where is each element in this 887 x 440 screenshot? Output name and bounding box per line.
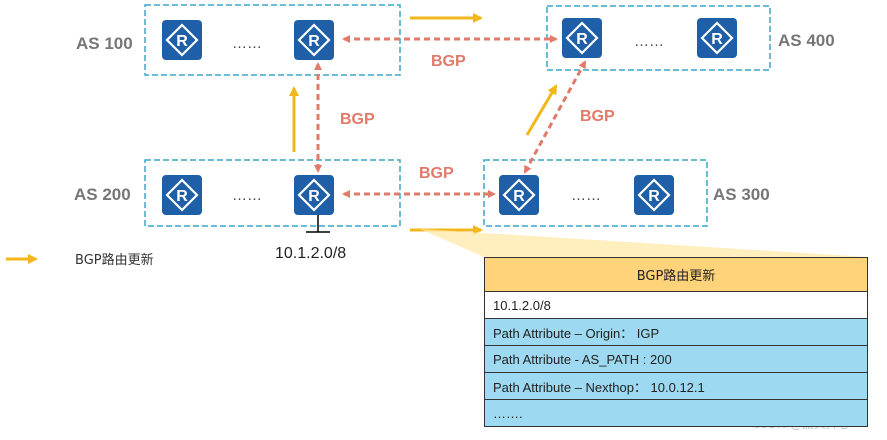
as400-ellipsis: …… <box>634 33 664 50</box>
router-as300-right <box>634 175 674 215</box>
update-callout-connector <box>420 229 868 257</box>
update-table-row: Path Attribute – Origin： IGP <box>484 318 868 346</box>
as300-ellipsis: …… <box>571 187 601 204</box>
bgp-label-middle: BGP <box>419 165 454 182</box>
as100-ellipsis: …… <box>232 35 262 52</box>
network-prefix-label: 10.1.2.0/8 <box>275 245 346 262</box>
router-as400-right <box>697 18 737 58</box>
bgp-label-left: BGP <box>340 111 375 128</box>
as400-label: AS 400 <box>778 31 835 50</box>
update-table-title: BGP路由更新 <box>484 257 868 292</box>
update-table-row: ……. <box>484 399 868 427</box>
as300-label: AS 300 <box>713 185 770 204</box>
update-table-row: Path Attribute - AS_PATH : 200 <box>484 345 868 373</box>
bgp-label-top: BGP <box>431 53 466 70</box>
router-as200-left <box>162 175 202 215</box>
bgp-update-table: BGP路由更新 10.1.2.0/8 Path Attribute – Orig… <box>484 257 868 427</box>
legend-label: BGP路由更新 <box>75 252 154 268</box>
update-table-row: Path Attribute – Nexthop： 10.0.12.1 <box>484 372 868 400</box>
as100-label: AS 100 <box>76 34 133 53</box>
bgp-link-as300-as400 <box>523 60 587 174</box>
router-as200-right <box>294 175 334 215</box>
bgp-label-right: BGP <box>580 108 615 125</box>
as200-label: AS 200 <box>74 185 131 204</box>
router-as100-right <box>294 20 334 60</box>
router-as100-left <box>162 20 202 60</box>
as200-ellipsis: …… <box>232 187 262 204</box>
router-as400-left <box>562 18 602 58</box>
update-table-row: 10.1.2.0/8 <box>484 291 868 319</box>
router-as300-left <box>499 175 539 215</box>
update-arrow-as300-to-as400 <box>525 84 558 136</box>
